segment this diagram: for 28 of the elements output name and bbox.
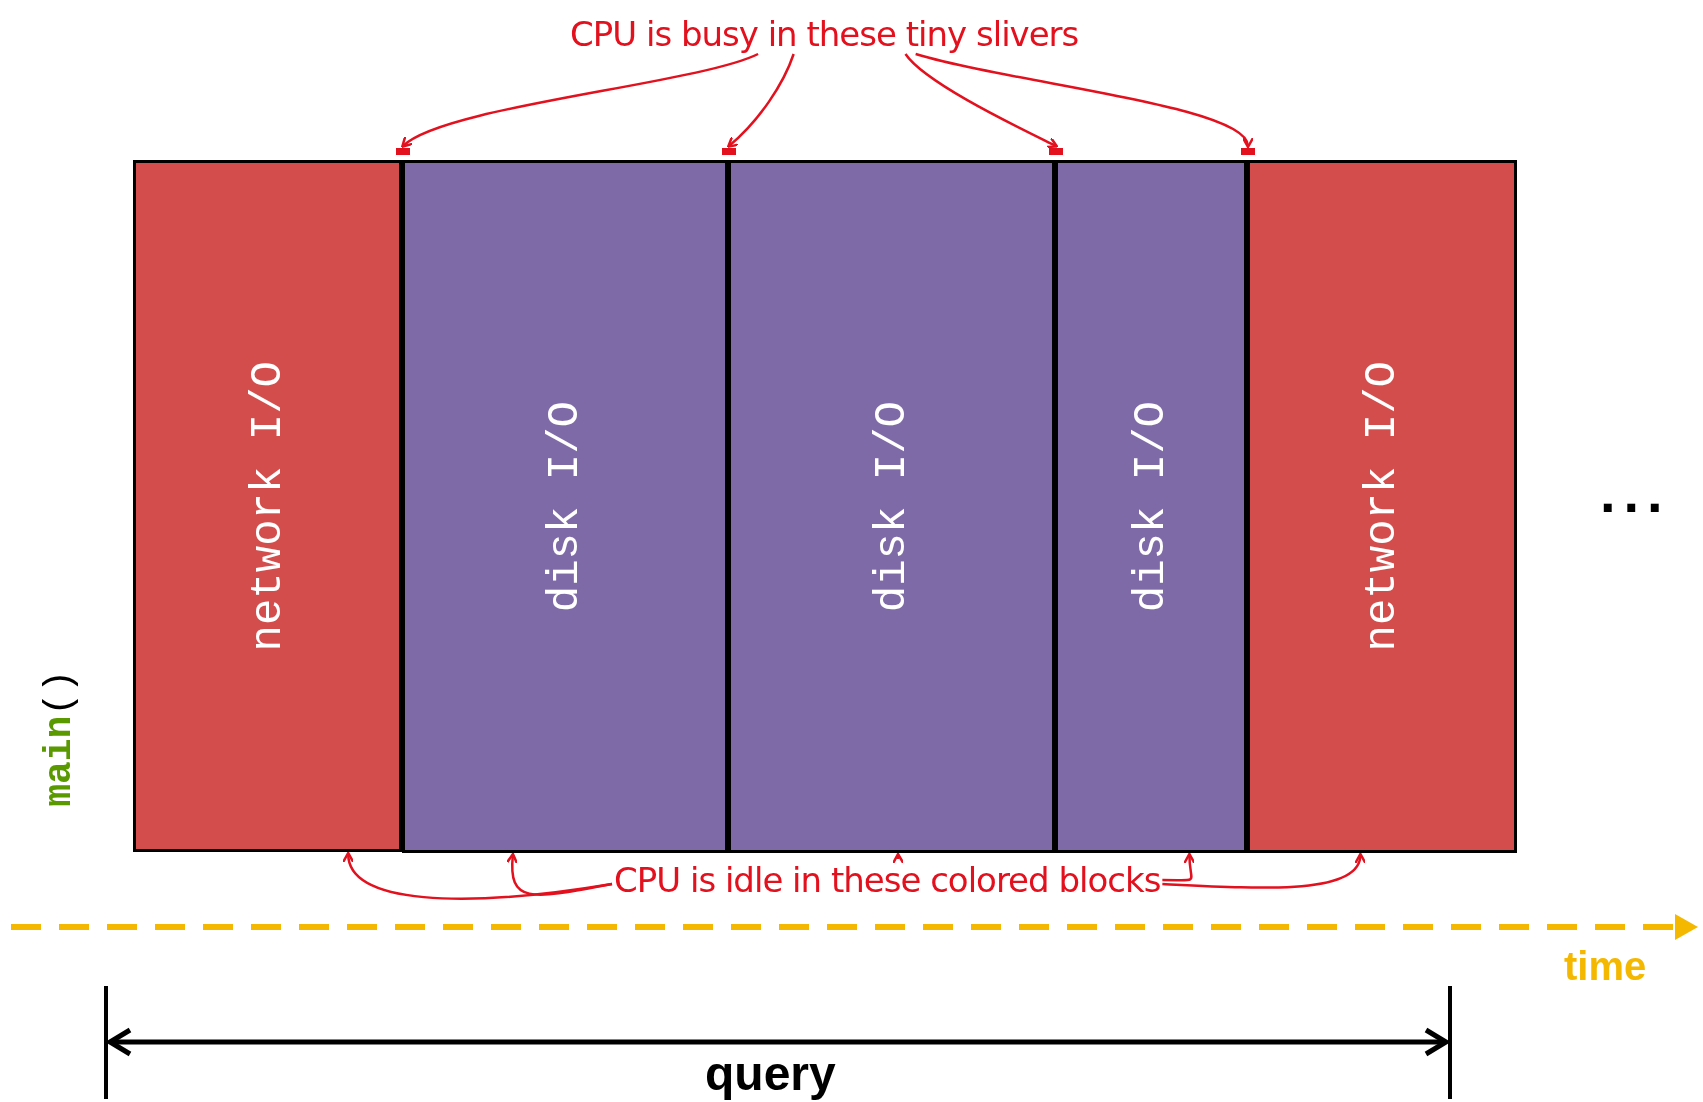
leader-arrow [727,53,795,148]
annotation-text: CPU is busy in these tiny slivers [570,14,1079,54]
block-label: network I/O [1357,361,1407,652]
time-block [402,160,728,853]
time-block [728,160,1055,853]
time-block [133,160,402,852]
leader-arrow [904,53,1059,149]
time-block [1247,160,1517,853]
leader-arrow [1162,852,1365,889]
block-label: disk I/O [866,400,917,613]
time-block [1055,160,1247,853]
block-label: disk I/O [1126,400,1176,613]
sliver-mark [396,148,410,155]
leader-arrow [506,852,613,896]
sliver-mark [722,148,736,155]
dimension-label: query [705,1046,836,1101]
leader-arrow [891,852,905,865]
block-label: network I/O [242,360,293,652]
axis-label: time [1564,944,1647,989]
function-name: main() [38,670,81,807]
block-label: disk I/O [540,400,590,613]
sliver-mark [1241,148,1255,155]
leader-arrow [400,52,759,148]
ellipsis: ... [1600,460,1671,525]
sliver-mark [1049,148,1063,155]
annotation-text: CPU is idle in these colored blocks [614,860,1161,900]
leader-arrow [915,52,1251,149]
leader-arrow [1162,852,1196,882]
